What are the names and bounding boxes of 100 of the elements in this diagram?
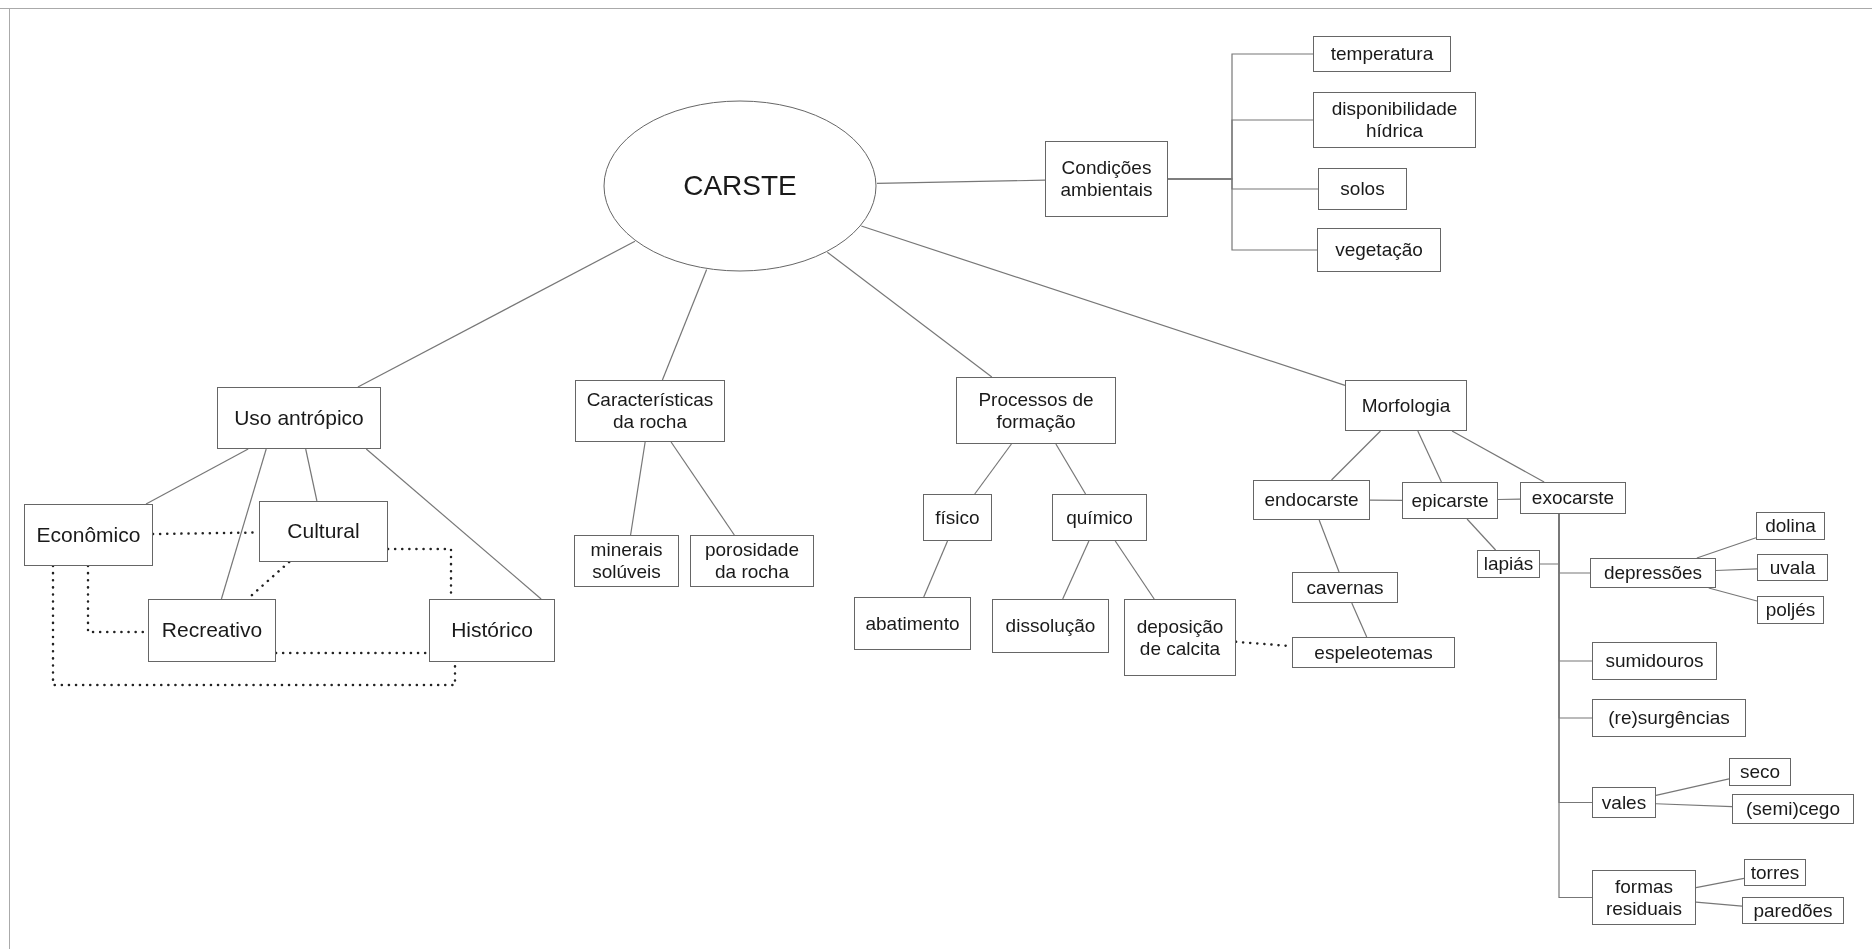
concept-label: vegetação bbox=[1335, 239, 1423, 261]
concept-label: Características da rocha bbox=[585, 389, 715, 433]
concept-box bbox=[1292, 637, 1455, 668]
connector-line bbox=[1055, 443, 1087, 495]
concept-label: cavernas bbox=[1306, 576, 1384, 599]
connector-line bbox=[1466, 518, 1497, 551]
concept-label: uvala bbox=[1769, 556, 1816, 579]
concept-box bbox=[1590, 558, 1716, 588]
concept-label: Recreativo bbox=[161, 618, 263, 643]
concept-box bbox=[992, 599, 1109, 653]
concept-label: Histórico bbox=[451, 618, 533, 643]
concept-label: torres bbox=[1750, 861, 1800, 884]
concept-label: espeleotemas bbox=[1314, 641, 1433, 664]
concept-box bbox=[1318, 168, 1407, 210]
connector-line bbox=[145, 448, 249, 505]
connector-line bbox=[1369, 499, 1403, 501]
concept-box bbox=[1757, 554, 1828, 581]
concept-label: seco bbox=[1739, 761, 1781, 783]
concept-box bbox=[1756, 512, 1825, 540]
concept-label: lapiás bbox=[1483, 553, 1534, 575]
connector-line bbox=[1696, 537, 1757, 559]
concept-label: exocarste bbox=[1531, 487, 1615, 509]
concept-box bbox=[429, 599, 555, 662]
concept-box bbox=[956, 377, 1116, 444]
concept-label: sumidouros bbox=[1605, 650, 1704, 672]
connector-line bbox=[860, 225, 1346, 386]
concept-label: formas residuais bbox=[1604, 875, 1683, 920]
concept-box bbox=[1313, 92, 1476, 148]
connector-line bbox=[1330, 430, 1382, 481]
connector-line bbox=[1351, 602, 1368, 638]
concept-box bbox=[923, 494, 992, 541]
connector-line bbox=[1695, 901, 1743, 907]
connector-line bbox=[357, 240, 636, 388]
concept-box bbox=[1592, 870, 1696, 925]
concept-label: Uso antrópico bbox=[234, 405, 364, 431]
concept-label: epicarste bbox=[1411, 489, 1489, 512]
concept-label: Condições ambientais bbox=[1059, 157, 1154, 201]
connector-line bbox=[1114, 540, 1155, 600]
concept-label: Econômico bbox=[36, 522, 141, 548]
concept-label: Morfologia bbox=[1361, 394, 1451, 417]
connector-line bbox=[1655, 778, 1730, 796]
connector-line bbox=[876, 179, 1046, 184]
connector-line bbox=[365, 448, 542, 600]
concept-label: físico bbox=[935, 506, 980, 529]
concept-box bbox=[1292, 572, 1398, 603]
concept-ellipse bbox=[603, 100, 877, 272]
concept-box bbox=[690, 535, 814, 587]
concept-label: temperatura bbox=[1330, 43, 1434, 65]
dotted-connector bbox=[51, 564, 457, 687]
concept-box bbox=[1732, 794, 1854, 824]
connector-line bbox=[826, 251, 993, 378]
concept-box bbox=[1313, 36, 1451, 72]
concept-label: depressões bbox=[1603, 562, 1703, 584]
concept-label: deposição de calcita bbox=[1135, 615, 1225, 660]
concept-label: Cultural bbox=[287, 519, 360, 544]
connector-line bbox=[1451, 430, 1545, 483]
concept-box bbox=[1317, 228, 1441, 272]
connector-line bbox=[670, 441, 735, 536]
concept-label: abatimento bbox=[865, 612, 960, 635]
concept-box bbox=[217, 387, 381, 449]
concept-box bbox=[1124, 599, 1236, 676]
concept-label: (re)surgências bbox=[1608, 707, 1730, 729]
concept-label: (semi)cego bbox=[1746, 798, 1840, 820]
concept-label: vales bbox=[1601, 791, 1647, 814]
concept-box bbox=[259, 501, 388, 562]
connector-line bbox=[661, 268, 708, 381]
connector-line bbox=[629, 441, 646, 536]
connector-line bbox=[1715, 568, 1758, 572]
concept-label: porosidade da rocha bbox=[704, 539, 800, 583]
concept-box bbox=[1253, 480, 1370, 520]
connector-line bbox=[305, 448, 318, 502]
connector-line bbox=[923, 540, 949, 598]
concept-box bbox=[148, 599, 276, 662]
concept-label: endocarste bbox=[1264, 489, 1359, 511]
concept-box bbox=[1345, 380, 1467, 431]
concept-box bbox=[854, 597, 971, 650]
concept-label: poljés bbox=[1765, 599, 1816, 621]
concept-label: químico bbox=[1066, 506, 1133, 529]
concept-label: dissolução bbox=[1005, 615, 1096, 637]
connector-line bbox=[1708, 587, 1758, 602]
connector-line bbox=[1417, 430, 1443, 483]
concept-label: minerais solúveis bbox=[589, 539, 664, 583]
concept-box bbox=[574, 535, 679, 587]
concept-box bbox=[1744, 859, 1806, 886]
concept-box bbox=[1592, 642, 1717, 680]
concept-label: dolina bbox=[1765, 515, 1816, 537]
connector-line bbox=[220, 448, 267, 600]
connector-line bbox=[1497, 498, 1521, 501]
concept-label: CARSTE bbox=[683, 169, 797, 203]
concept-box bbox=[1592, 699, 1746, 737]
connector-line bbox=[1167, 178, 1318, 251]
concept-box bbox=[1052, 494, 1147, 541]
concept-box bbox=[1742, 897, 1844, 924]
concept-box bbox=[1757, 596, 1824, 624]
concept-label: Processos de formação bbox=[977, 388, 1095, 433]
concept-label: solos bbox=[1340, 178, 1385, 200]
concept-box bbox=[1045, 141, 1168, 217]
concept-label: disponibilidade hídrica bbox=[1330, 98, 1459, 142]
concept-box bbox=[1520, 482, 1626, 514]
concept-box bbox=[1402, 482, 1498, 519]
